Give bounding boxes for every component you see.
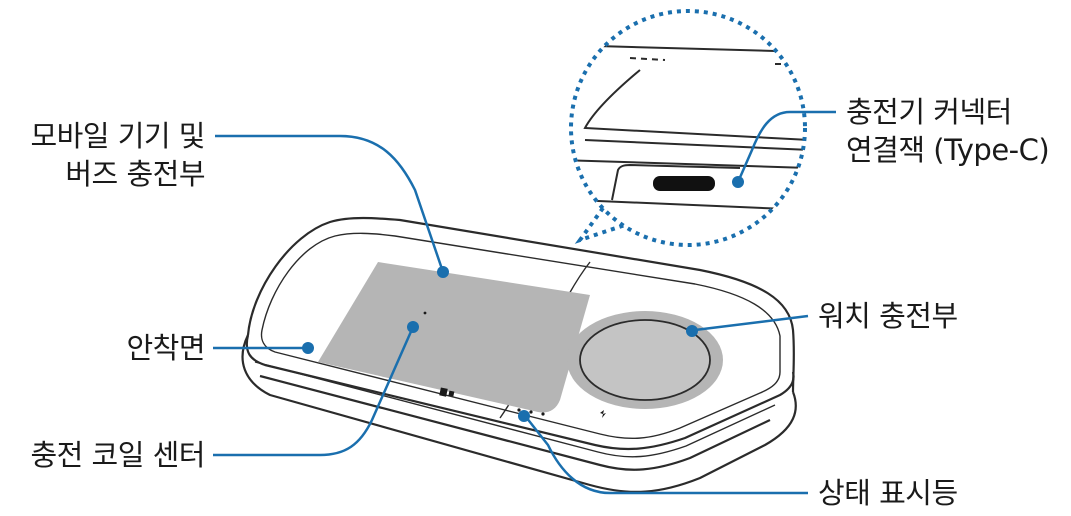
zoom-pad-body xyxy=(571,159,805,169)
zoom-dash xyxy=(629,57,666,61)
pad-bottom-edge xyxy=(241,334,797,493)
phone-symbol-icon-2 xyxy=(448,390,455,397)
label-mobile-buds-charger: 모바일 기기 및 버즈 충전부 xyxy=(30,117,205,193)
label-coil-center: 충전 코일 센터 xyxy=(30,438,205,472)
dot-connector xyxy=(732,176,744,188)
label-mobile-buds-line1: 모바일 기기 및 xyxy=(30,119,205,153)
leader-coil xyxy=(213,326,415,457)
status-led-3 xyxy=(541,412,545,416)
phone-symbol-icon xyxy=(439,387,448,397)
zoom-pad-edge xyxy=(584,139,805,151)
watch-symbol-icon xyxy=(600,410,606,418)
dot-seating xyxy=(302,342,314,354)
label-watch-charger: 워치 충전부 xyxy=(818,299,958,333)
label-mobile-buds-line2: 버즈 충전부 xyxy=(65,157,205,191)
leader-watch xyxy=(694,314,809,332)
mobile-charging-area xyxy=(318,262,590,413)
coil-center-mark xyxy=(423,311,427,315)
leader-status xyxy=(525,416,808,495)
type-c-port-icon xyxy=(653,176,715,191)
pad-side-line-2 xyxy=(254,361,776,458)
watch-charger-center xyxy=(579,319,711,401)
pad-top-front xyxy=(245,334,795,451)
zoom-port-housing xyxy=(611,163,741,201)
label-seating-surface: 안착면 xyxy=(126,331,205,365)
dot-coil xyxy=(407,321,419,333)
zoom-pad-top xyxy=(571,44,805,53)
pad-top-surface xyxy=(246,216,795,393)
watch-charger xyxy=(567,311,723,409)
label-connector-line2: 연결잭 (Type-C) xyxy=(846,133,1050,167)
zoom-border xyxy=(569,9,807,247)
zoom-pad-surface xyxy=(583,69,805,141)
connector-zoom-bubble xyxy=(569,9,807,247)
leader-dots xyxy=(302,176,744,422)
label-charger-connector: 충전기 커넥터 연결잭 (Type-C) xyxy=(846,93,1050,169)
label-status-indicator: 상태 표시등 xyxy=(818,476,958,510)
pad-side-line xyxy=(259,374,771,471)
zoom-tail xyxy=(574,206,626,244)
dot-mobile-buds xyxy=(437,266,449,278)
leader-connector xyxy=(736,110,836,183)
status-led-2 xyxy=(529,410,533,414)
dot-status xyxy=(518,410,530,422)
dot-watch xyxy=(686,325,698,337)
status-led-1 xyxy=(517,408,521,412)
charger-pad xyxy=(241,216,797,493)
pad-inner-rim xyxy=(260,232,781,440)
leader-lines xyxy=(213,110,836,495)
leader-mobile-buds xyxy=(215,134,445,273)
label-connector-line1: 충전기 커넥터 xyxy=(846,95,1012,129)
pad-marks xyxy=(423,311,606,418)
